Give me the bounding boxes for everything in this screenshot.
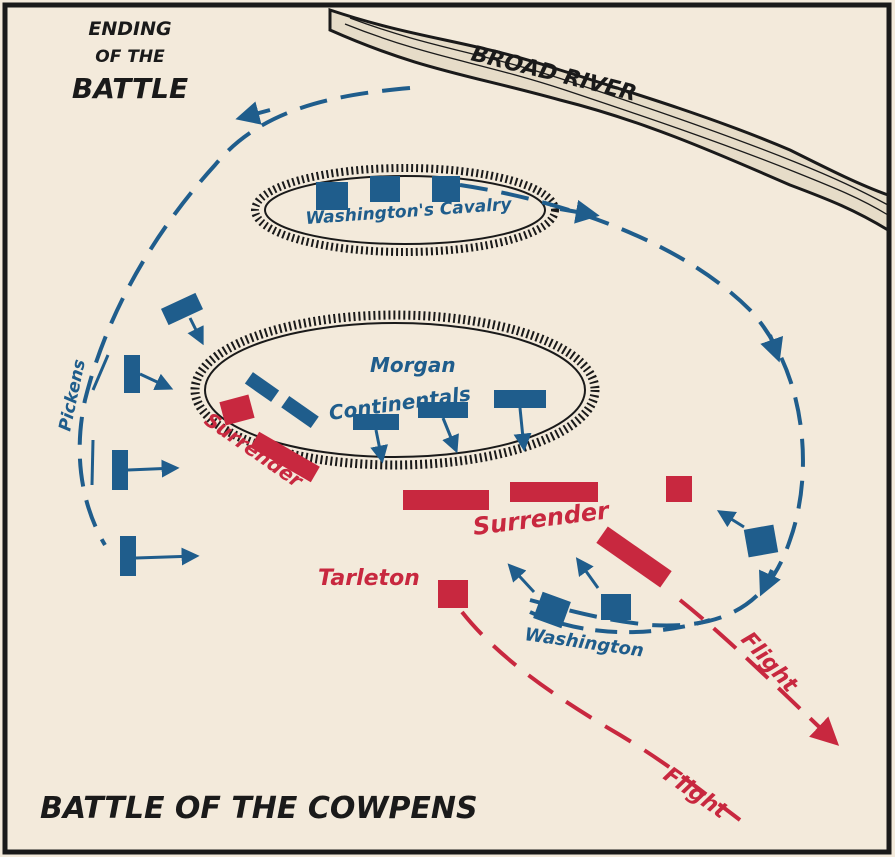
river-icon <box>328 7 890 233</box>
movement-arrow-icon <box>235 101 271 125</box>
pickens-units <box>90 292 204 576</box>
map-title: BATTLE OF THE COWPENS <box>40 791 478 826</box>
tree-line-inner <box>204 322 586 458</box>
tree-line-inner <box>264 175 546 245</box>
washington-units <box>507 510 779 629</box>
unit-block-icon <box>370 176 400 202</box>
subtitle-line-3: BATTLE <box>72 72 188 105</box>
unit-block-icon <box>432 176 460 202</box>
movement-arrow-icon <box>759 569 781 597</box>
continental-units <box>244 372 546 464</box>
subtitle-line-1: ENDING <box>88 18 171 40</box>
morgan-label: Morgan <box>370 353 456 377</box>
movement-arrow-icon <box>760 334 784 363</box>
subtitle-line-2: OF THE <box>95 47 165 67</box>
cavalry-sweep-path <box>459 183 805 628</box>
flight-path-right <box>678 598 840 746</box>
tree-line-icon <box>251 164 559 256</box>
movement-arrow-icon <box>559 199 600 224</box>
tree-line-icon <box>190 310 600 470</box>
pickens-sweep-path <box>77 86 411 547</box>
tarleton-label: Tarleton <box>318 566 420 591</box>
british-units <box>219 394 692 608</box>
tarleton-flight-path <box>460 610 742 822</box>
unit-block-icon <box>316 182 348 210</box>
